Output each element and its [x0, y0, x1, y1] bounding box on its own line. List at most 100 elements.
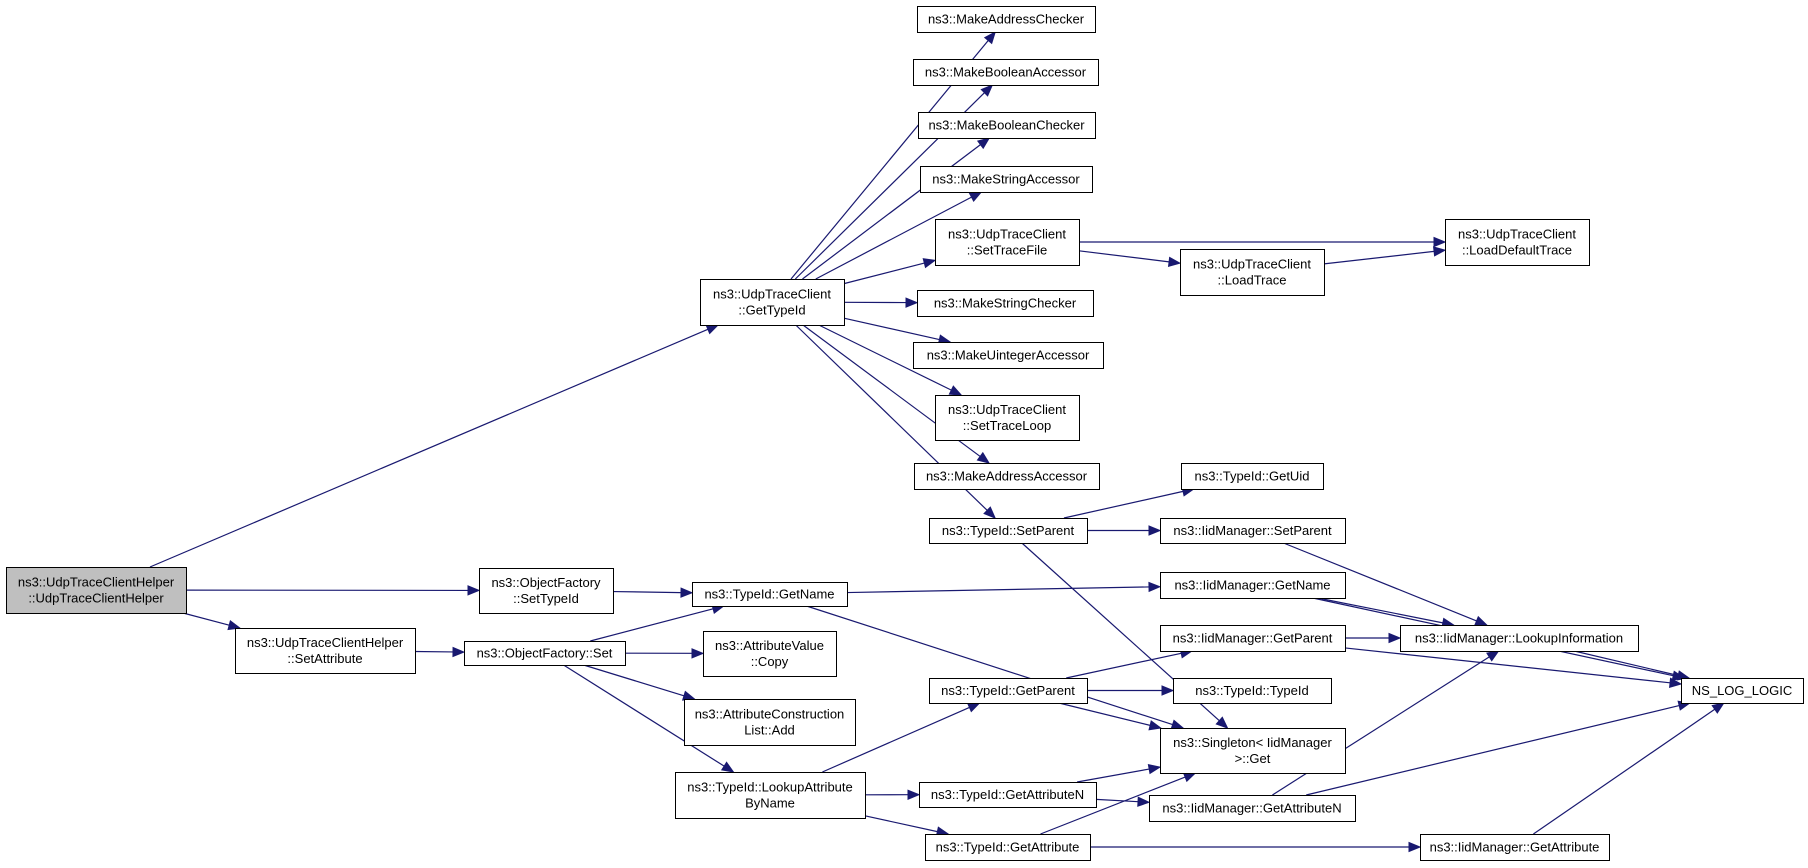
node-setattribute[interactable]: ns3::UdpTraceClientHelper::SetAttribute — [235, 628, 416, 674]
node-box — [913, 342, 1104, 369]
edge-line — [149, 328, 709, 568]
node-imsetparent[interactable]: ns3::IidManager::SetParent — [1160, 518, 1346, 544]
arrowhead-icon — [1474, 615, 1488, 626]
arrowhead-icon — [1669, 677, 1683, 688]
node-makestraccessor[interactable]: ns3::MakeStringAccessor — [920, 166, 1093, 193]
edge-layer — [149, 30, 1725, 853]
node-box — [1160, 728, 1346, 774]
node-box — [1181, 463, 1324, 490]
edge-tgetname-to-imgetname — [846, 581, 1162, 594]
edge-tgetparent-to-singletonget — [1058, 702, 1163, 731]
node-imgetname[interactable]: ns3::IidManager::GetName — [1160, 572, 1346, 599]
node-makeaddraccessor[interactable]: ns3::MakeAddressAccessor — [914, 463, 1100, 490]
node-ttypeid[interactable]: ns3::TypeId::TypeId — [1173, 678, 1332, 704]
edge-gettypeid-to-makeuintaccessor — [843, 317, 952, 345]
node-tsetparent[interactable]: ns3::TypeId::SetParent — [929, 518, 1088, 544]
edge-line — [843, 262, 925, 285]
node-loaddefault[interactable]: ns3::UdpTraceClient::LoadDefaultTrace — [1445, 219, 1590, 266]
node-tgetattrn[interactable]: ns3::TypeId::GetAttributeN — [919, 782, 1097, 808]
arrowhead-icon — [983, 30, 997, 45]
node-tgetattr[interactable]: ns3::TypeId::GetAttribute — [925, 834, 1091, 861]
edge-line — [1040, 776, 1186, 835]
node-imlookupinfo[interactable]: ns3::IidManager::LookupInformation — [1400, 625, 1639, 652]
node-label: ns3::ObjectFactory — [491, 575, 601, 590]
edge-line — [1283, 542, 1477, 622]
edge-line — [864, 815, 938, 833]
node-box — [1173, 678, 1332, 704]
arrowhead-icon — [1486, 650, 1500, 662]
edge-ofset-to-aclistadd — [583, 664, 696, 701]
node-box — [675, 772, 866, 819]
node-label: ns3::TypeId::GetName — [704, 587, 834, 602]
node-label: >::Get — [1235, 751, 1271, 766]
node-label: ::SetTraceLoop — [963, 418, 1051, 433]
node-box — [235, 628, 416, 674]
node-box — [692, 582, 848, 607]
node-makestrchecker[interactable]: ns3::MakeStringChecker — [917, 290, 1094, 317]
edge-tsetparent-to-imsetparent — [1087, 525, 1162, 536]
arrowhead-icon — [1147, 763, 1162, 775]
node-label: ::LoadDefaultTrace — [1462, 243, 1572, 258]
node-box — [464, 641, 626, 666]
node-label: ::GetTypeId — [738, 303, 805, 318]
node-ofset[interactable]: ns3::ObjectFactory::Set — [464, 641, 626, 666]
node-imgetparent[interactable]: ns3::IidManager::GetParent — [1160, 625, 1346, 652]
node-makeaddrchecker[interactable]: ns3::MakeAddressChecker — [917, 6, 1096, 33]
node-box — [684, 699, 856, 746]
arrowhead-icon — [907, 789, 921, 800]
arrowhead-icon — [1167, 256, 1182, 267]
node-box — [1400, 625, 1639, 652]
node-box — [479, 568, 614, 614]
edge-loadtrace-to-loaddefault — [1323, 246, 1447, 265]
node-box — [6, 567, 187, 614]
arrowhead-icon — [976, 451, 991, 464]
node-tgetparent[interactable]: ns3::TypeId::GetParent — [929, 678, 1088, 704]
node-tgetname[interactable]: ns3::TypeId::GetName — [692, 582, 848, 607]
node-settracefile[interactable]: ns3::UdpTraceClient::SetTraceFile — [935, 219, 1080, 266]
node-makeboolaccessor[interactable]: ns3::MakeBooleanAccessor — [913, 59, 1099, 86]
node-label: ns3::MakeBooleanChecker — [928, 118, 1085, 133]
node-label: ns3::IidManager::GetParent — [1173, 631, 1333, 646]
node-makeboolchecker[interactable]: ns3::MakeBooleanChecker — [918, 112, 1096, 139]
arrowhead-icon — [1137, 796, 1151, 807]
node-makeuintaccessor[interactable]: ns3::MakeUintegerAccessor — [913, 342, 1104, 369]
edge-imgetattr-to-nslog — [1533, 702, 1725, 835]
node-root[interactable]: ns3::UdpTraceClientHelper::UdpTraceClien… — [6, 567, 187, 614]
edge-line — [1095, 798, 1139, 803]
node-settraceloop[interactable]: ns3::UdpTraceClient::SetTraceLoop — [935, 395, 1080, 441]
node-label: ::Copy — [751, 654, 789, 669]
node-imgetattr[interactable]: ns3::IidManager::GetAttribute — [1420, 834, 1610, 861]
edge-line — [563, 664, 725, 767]
arrowhead-icon — [976, 137, 991, 150]
edge-tgetattrn-to-imgetattrn — [1095, 796, 1151, 807]
arrowhead-icon — [1711, 702, 1725, 714]
edge-tgetname-to-singletonget — [806, 605, 1185, 730]
arrowhead-icon — [227, 619, 242, 631]
node-loadtrace[interactable]: ns3::UdpTraceClient::LoadTrace — [1180, 249, 1325, 296]
node-singletonget[interactable]: ns3::Singleton< IidManager >::Get — [1160, 728, 1346, 774]
node-box — [1160, 518, 1346, 544]
node-label: ::SetAttribute — [287, 651, 362, 666]
node-ofsettypeid[interactable]: ns3::ObjectFactory::SetTypeId — [479, 568, 614, 614]
node-avcopy[interactable]: ns3::AttributeValue::Copy — [703, 631, 837, 677]
arrowhead-icon — [681, 690, 696, 701]
node-label: ns3::ObjectFactory::Set — [477, 646, 613, 661]
arrowhead-icon — [720, 761, 735, 773]
edge-imgetname-to-imlookupinfo — [1317, 597, 1455, 628]
node-label: NS_LOG_LOGIC — [1692, 683, 1792, 698]
node-label: ::SetTypeId — [513, 591, 579, 606]
node-nslog[interactable]: NS_LOG_LOGIC — [1681, 678, 1804, 704]
edge-root-to-gettypeid — [149, 324, 720, 568]
node-tgetuid[interactable]: ns3::TypeId::GetUid — [1181, 463, 1324, 490]
edge-line — [1317, 597, 1443, 624]
edge-root-to-ofsettypeid — [185, 585, 481, 596]
node-gettypeid[interactable]: ns3::UdpTraceClient::GetTypeId — [700, 279, 845, 326]
node-imgetattrn[interactable]: ns3::IidManager::GetAttributeN — [1149, 795, 1356, 822]
node-label: ns3::MakeBooleanAccessor — [925, 65, 1087, 80]
arrowhead-icon — [980, 84, 994, 97]
edge-settracefile-to-loaddefault — [1079, 236, 1447, 248]
edge-line — [1306, 704, 1680, 796]
arrowhead-icon — [905, 297, 919, 308]
